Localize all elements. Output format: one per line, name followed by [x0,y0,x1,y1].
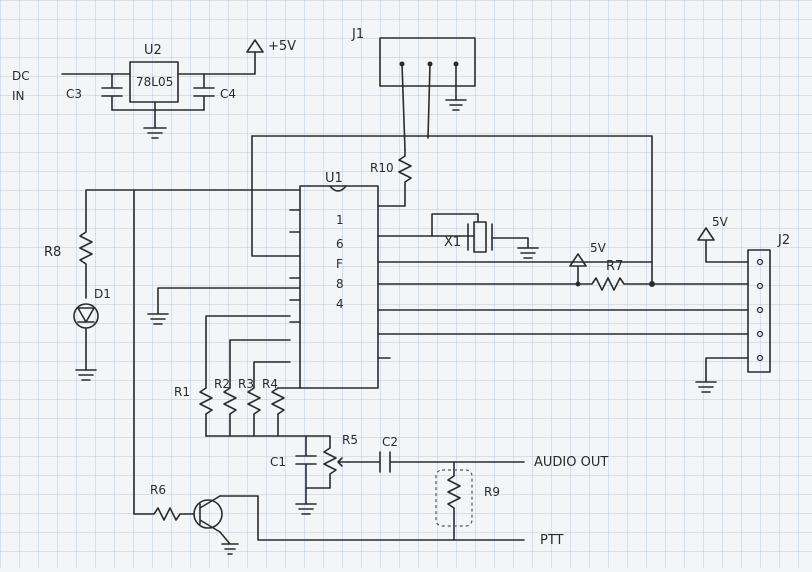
r2-resistor [223,387,237,437]
r4-resistor [271,387,285,437]
r8-label: R8 [44,245,61,260]
u2-regulator [129,61,179,103]
u1-ground-symbol [147,287,301,325]
j2-body [747,249,771,373]
v5-mid-arrow [569,253,587,285]
c4-capacitor [193,73,215,111]
regulator-ground-symbol [143,127,167,139]
led-section [73,189,301,381]
c2-label: C2 [382,435,398,449]
j1-connector [379,37,476,151]
ptt-section [133,189,525,555]
plus5v-arrow [246,39,264,53]
resistor-ladder [199,315,331,437]
audio-section [295,435,525,541]
r6-resistor [133,189,195,521]
c2-capacitor [347,451,525,473]
c1-capacitor [295,435,317,505]
u2-label: U2 [144,43,162,58]
v5-mid-label: 5V [590,241,607,255]
c1-label: C1 [270,455,286,469]
c1-ground-symbol [295,503,317,515]
r6-label: R6 [150,483,166,497]
r9-shield [435,469,473,527]
r5-potentiometer [305,435,337,489]
left-bus-wire [251,135,301,257]
top-bus-wire [251,135,653,283]
r8-resistor [79,189,301,299]
c3-label: C3 [66,87,82,101]
v5-right-arrow [697,227,749,263]
r7-label: R7 [606,259,623,274]
c3-capacitor [101,73,123,111]
r7-section [569,253,749,291]
u1-label: U1 [325,171,343,186]
transistor-body [193,499,223,529]
j2-ground-symbol [695,357,749,393]
plus5v-label: +5V [268,39,296,54]
x1-label: X1 [444,235,461,250]
u1-part-1: 1 [336,213,344,227]
u1-ic-body [299,185,379,389]
u1-section [147,135,749,389]
j1-label: J1 [351,27,364,42]
ptt-wire [219,495,525,541]
r9-label: R9 [484,485,500,499]
j2-connector [695,227,771,393]
u1-part-2: 6 [336,237,344,251]
dc-label: DC [12,69,30,83]
regulator-gnd-wire [111,101,205,129]
c4-label: C4 [220,87,236,101]
led-label: D1 [94,287,111,301]
ptt-label: PTT [540,533,564,548]
r5-label: R5 [342,433,358,447]
r10-resistor [377,149,412,207]
u1-part-5: 4 [336,297,344,311]
r2-label: R2 [214,377,230,391]
j1-ground-symbol [445,99,467,111]
u1-notch [329,185,347,192]
u2-part-label: 78L05 [136,75,173,89]
r7-resistor [577,277,749,291]
transistor-ground-symbol [219,531,239,555]
x1-body [473,221,487,253]
led-ground-symbol [75,369,97,381]
j1-body [379,37,476,87]
r10-label: R10 [370,161,394,175]
r1-resistor [199,387,213,437]
audio-out-label: AUDIO OUT [534,455,608,470]
r3-resistor [247,387,261,437]
u1-part-3: F [336,257,343,271]
in-label: IN [12,89,25,103]
r4-label: R4 [262,377,278,391]
x1-crystal [431,213,539,259]
r9-resistor [447,461,461,541]
j2-label: J2 [777,233,790,248]
r3-label: R3 [238,377,254,391]
v5-right-label: 5V [712,215,729,229]
regulator-section [61,39,264,139]
r1-label: R1 [174,385,190,399]
u1-part-4: 8 [336,277,344,291]
